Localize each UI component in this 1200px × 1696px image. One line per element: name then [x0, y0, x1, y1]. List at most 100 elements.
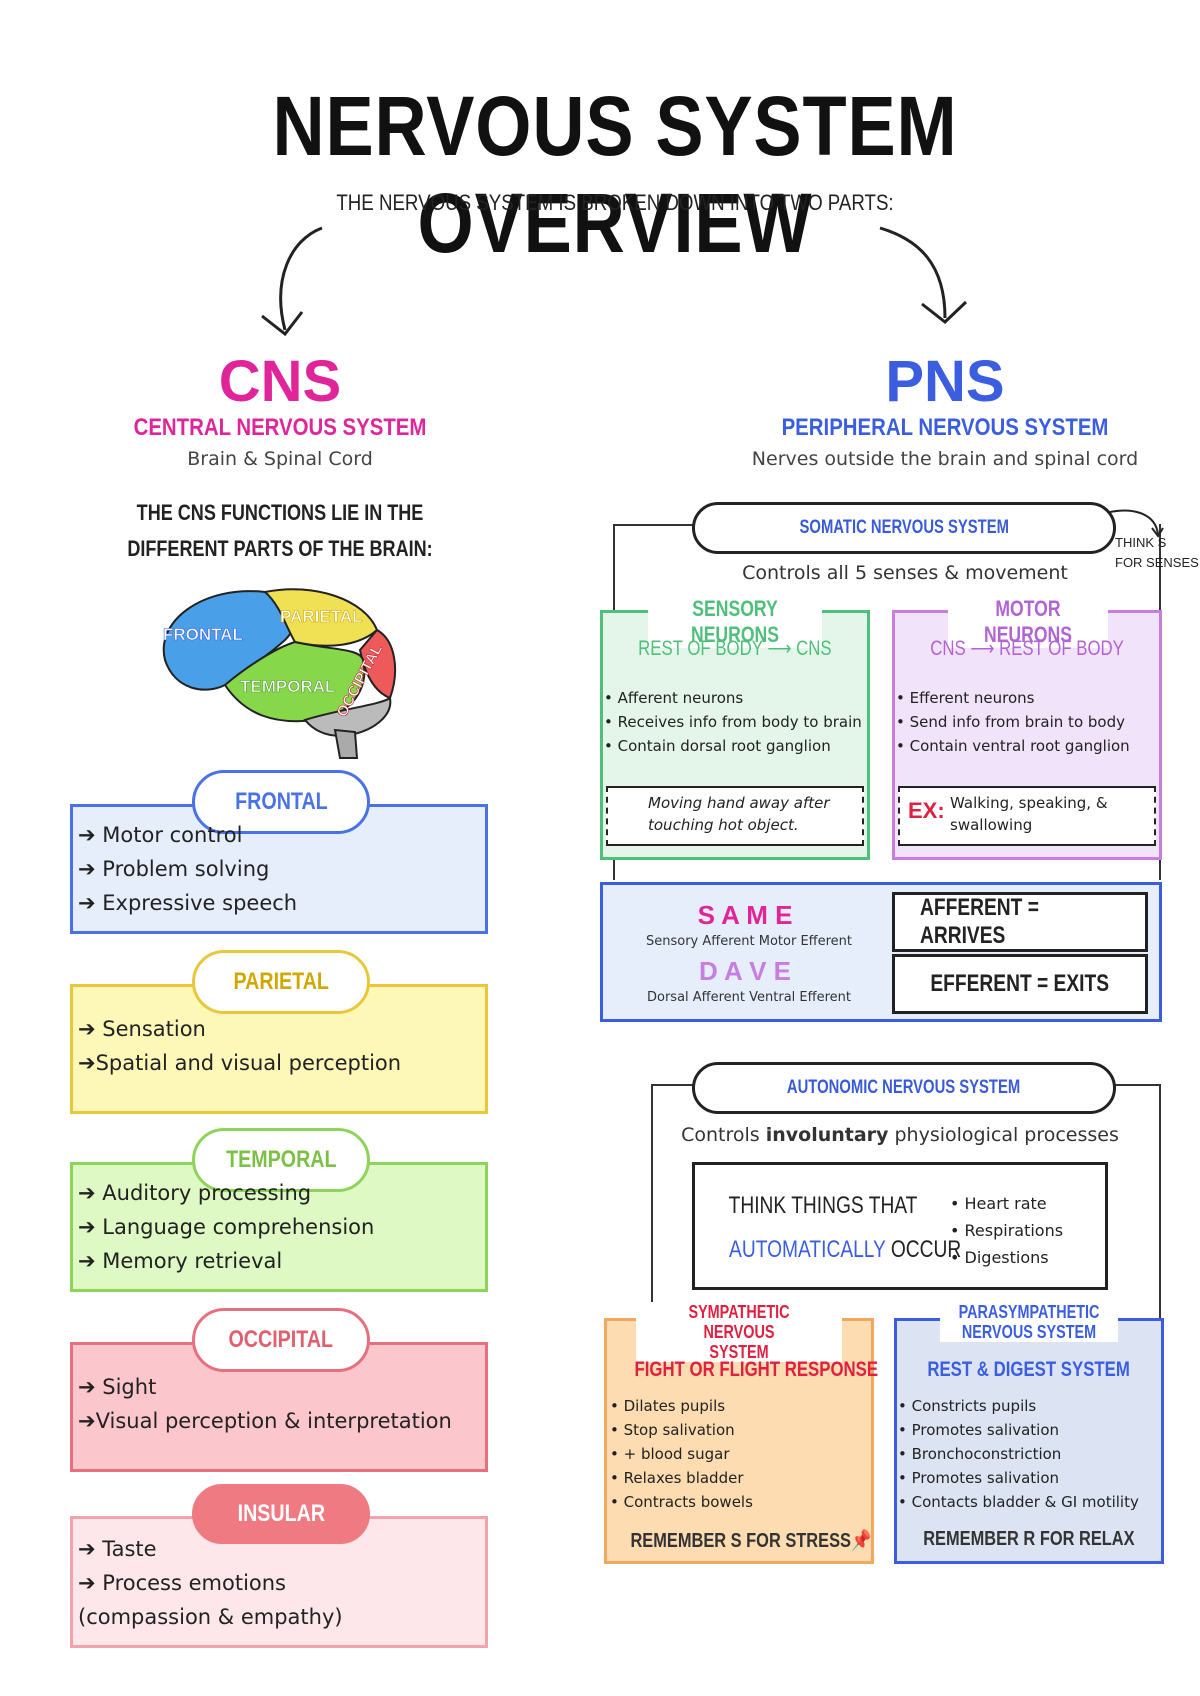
list-item: • Promotes salivation	[898, 1421, 1060, 1439]
cns-functions-1: THE CNS FUNCTIONS LIE IN THE	[136, 500, 424, 525]
list-item: • Bronchoconstriction	[898, 1445, 1062, 1463]
list-item: • Efferent neurons	[896, 689, 1035, 707]
autonomic-desc: Controls involuntary physiological proce…	[681, 1124, 1119, 1146]
page-title: NERVOUS SYSTEM OVERVIEW	[272, 79, 958, 270]
parasympathetic-response: REST & DIGEST SYSTEM	[927, 1358, 1131, 1381]
somatic-desc: Controls all 5 senses & movement	[742, 562, 1068, 584]
list-item: ➔ Expressive speech	[78, 891, 298, 915]
left-arrow-icon	[279, 226, 323, 331]
split-arrows	[261, 226, 968, 337]
motor-list: • Efferent neurons • Send info from brai…	[896, 686, 1130, 758]
frontal-list: ➔ Motor control ➔ Problem solving ➔ Expr…	[78, 818, 297, 920]
cns-functions-2: DIFFERENT PARTS OF THE BRAIN:	[127, 536, 433, 561]
list-item: • Afferent neurons	[604, 689, 744, 707]
motor-example: EX: Walking, speaking, & swallowing	[898, 786, 1156, 846]
title-line: SYMPATHETIC NERVOUS	[688, 1302, 790, 1342]
list-item: ➔ Language comprehension	[78, 1215, 375, 1239]
autonomic-bracket-left	[651, 1084, 653, 1324]
somatic-title: SOMATIC NERVOUS SYSTEM	[692, 502, 1116, 554]
autonomic-bracket-right	[1159, 1084, 1161, 1324]
brain-label-temporal: TEMPORAL	[240, 677, 335, 696]
example-text: Walking, speaking, & swallowing	[950, 794, 1108, 834]
cns-abbr: CNS	[218, 349, 342, 414]
list-item: ➔Visual perception & interpretation	[78, 1409, 452, 1433]
list-item: • Promotes salivation	[898, 1469, 1060, 1487]
insular-pill: INSULAR	[192, 1484, 370, 1544]
motor-dir: CNS ⟶ REST OF BODY	[930, 637, 1124, 660]
brain-label-frontal: FRONTAL	[163, 625, 243, 644]
title-line: PARASYMPATHETIC	[958, 1302, 1100, 1322]
think-box	[692, 1162, 1108, 1290]
dave-word: D A V E	[699, 956, 791, 986]
list-item: ➔ Process emotions	[78, 1571, 287, 1595]
think-line-2: AUTOMATICALLY OCCUR	[729, 1236, 962, 1263]
list-item: • Stop salivation	[610, 1421, 735, 1439]
list-item: • Contain ventral root ganglion	[896, 737, 1130, 755]
automatic-examples: • Heart rate • Respirations • Digestions	[950, 1190, 1063, 1271]
list-item: • Constricts pupils	[898, 1397, 1037, 1415]
note-line: FOR SENSES	[1115, 555, 1199, 570]
efferent-box: EFFERENT = EXITS	[892, 954, 1148, 1014]
note-line: THINK S	[1115, 535, 1167, 550]
motor-title: MOTOR NEURONS	[948, 596, 1108, 648]
pns-full: PERIPHERAL NERVOUS SYSTEM	[781, 414, 1109, 441]
sensory-title: SENSORY NEURONS	[648, 596, 822, 648]
sensory-example: Moving hand away after touching hot obje…	[606, 786, 864, 846]
list-item: • Receives info from body to brain	[604, 713, 862, 731]
think-line-1: THINK THINGS THAT	[728, 1192, 918, 1219]
list-item: • Respirations	[950, 1221, 1064, 1240]
list-item: ➔ Memory retrieval	[78, 1249, 283, 1273]
temporal-lobe-shape	[223, 640, 366, 723]
same-line: Sensory Afferent Motor Efferent	[645, 934, 853, 949]
parietal-lobe-shape	[262, 588, 379, 647]
pns-desc: Nerves outside the brain and spinal cord	[751, 448, 1139, 470]
autonomic-bracket-top-r	[1115, 1084, 1161, 1086]
title-line: NERVOUS SYSTEM	[961, 1322, 1097, 1342]
cns-full: CENTRAL NERVOUS SYSTEM	[133, 414, 427, 441]
list-item: • Relaxes bladder	[610, 1469, 744, 1487]
parasympathetic-title: PARASYMPATHETIC NERVOUS SYSTEM	[940, 1302, 1118, 1342]
sympathetic-title: SYMPATHETIC NERVOUS SYSTEM	[636, 1302, 842, 1362]
brain-label-parietal: PARIETAL	[280, 607, 362, 626]
sensory-dir: REST OF BODY ⟶ CNS	[638, 637, 832, 660]
list-item: ➔Spatial and visual perception	[78, 1051, 402, 1075]
page-subtitle: THE NERVOUS SYSTEM IS BROKEN DOWN INTO T…	[336, 190, 894, 215]
somatic-bracket-top	[613, 524, 695, 526]
parasympathetic-list: • Constricts pupils • Promotes salivatio…	[898, 1394, 1139, 1514]
list-item: (compassion & empathy)	[78, 1605, 343, 1629]
sensory-list: • Afferent neurons • Receives info from …	[604, 686, 862, 758]
list-item: • Heart rate	[950, 1194, 1047, 1213]
think-s-note: THINK S FOR SENSES	[1115, 533, 1199, 573]
list-item: ➔ Sensation	[78, 1017, 206, 1041]
sympathetic-response: FIGHT OR FLIGHT RESPONSE	[634, 1358, 879, 1381]
autonomic-bracket-top-l	[651, 1084, 695, 1086]
list-item: • Contacts bladder & GI motility	[898, 1493, 1139, 1511]
brainstem-shape	[333, 728, 359, 759]
autonomic-title: AUTONOMIC NERVOUS SYSTEM	[692, 1062, 1116, 1114]
list-item: • Digestions	[950, 1248, 1049, 1267]
list-item: ➔ Motor control	[78, 823, 243, 847]
afferent-box: AFFERENT = ARRIVES	[892, 892, 1148, 952]
example-label: EX:	[908, 798, 945, 823]
right-arrow-icon	[879, 226, 947, 319]
parietal-pill: PARIETAL	[192, 950, 370, 1014]
title-line: SYSTEM	[709, 1342, 769, 1362]
temporal-list: ➔ Auditory processing ➔ Language compreh…	[78, 1176, 374, 1278]
sympathetic-remember: REMEMBER S FOR STRESS📌	[630, 1530, 872, 1552]
parasympathetic-remember: REMEMBER R FOR RELAX	[923, 1528, 1135, 1550]
frontal-pill: FRONTAL	[192, 770, 370, 834]
cerebellum-shape	[303, 696, 392, 737]
temporal-pill: TEMPORAL	[192, 1128, 370, 1192]
list-item: • Send info from brain to body	[896, 713, 1125, 731]
dave-line: Dorsal Afferent Ventral Efferent	[646, 990, 851, 1005]
insular-list: ➔ Taste ➔ Process emotions (compassion &…	[78, 1532, 343, 1634]
list-item: ➔ Taste	[78, 1537, 157, 1561]
list-item: ➔ Sight	[78, 1375, 157, 1399]
list-item: • + blood sugar	[610, 1445, 730, 1463]
list-item: • Dilates pupils	[610, 1397, 726, 1415]
list-item: ➔ Auditory processing	[78, 1181, 312, 1205]
sympathetic-list: • Dilates pupils • Stop salivation • + b…	[610, 1394, 753, 1514]
pns-abbr: PNS	[885, 349, 1005, 414]
list-item: • Contain dorsal root ganglion	[604, 737, 831, 755]
brain-illustration: FRONTAL PARIETAL TEMPORAL OCCIPITAL	[163, 588, 397, 759]
